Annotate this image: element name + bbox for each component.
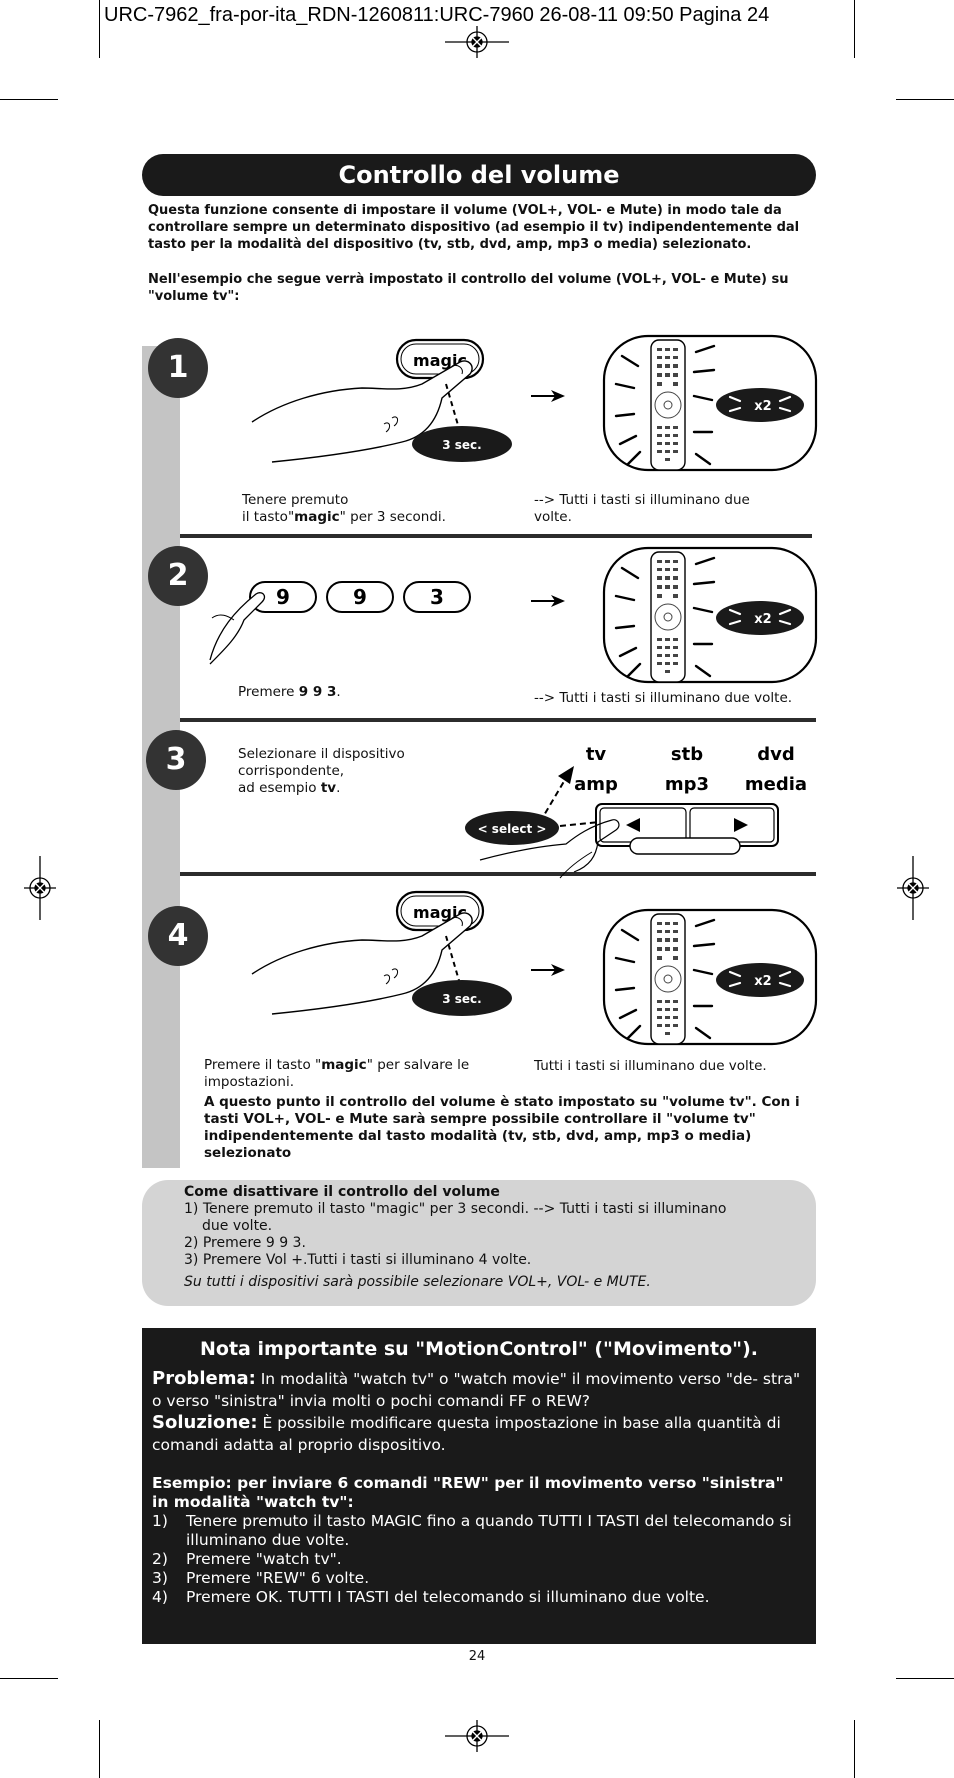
disable-title: Come disattivare il controllo del volume <box>184 1184 500 1200</box>
svg-text:amp: amp <box>574 774 618 795</box>
blink-count-label: x2 <box>754 399 771 414</box>
intro-example: Nell'esempio che segue verrà impostato i… <box>148 272 789 304</box>
step-divider <box>180 718 816 722</box>
crop-mark <box>99 0 100 58</box>
svg-text:mp3: mp3 <box>665 774 709 795</box>
page-number: 24 <box>468 1649 486 1664</box>
step-2-caption: Premere 9 9 3. <box>238 684 341 700</box>
step-3-caption: Selezionare il dispositivo corrispondent… <box>238 746 405 796</box>
print-header: URC-7962_fra-por-ita_RDN-1260811:URC-796… <box>104 4 770 26</box>
list-item: 2)Premere "watch tv". <box>152 1550 342 1568</box>
step-number-2: 2 <box>148 546 208 606</box>
svg-text:stb: stb <box>671 744 703 765</box>
disable-step-1-cont: due volte. <box>202 1218 273 1234</box>
step-4-caption: Premere il tasto "magic" per salvare le … <box>204 1057 470 1090</box>
disable-box: Come disattivare il controllo del volume… <box>142 1180 816 1306</box>
device-modes: tv stb dvd amp mp3 media <box>574 744 807 795</box>
list-item: 4)Premere OK. TUTTI I TASTI del telecoma… <box>152 1588 710 1606</box>
crop-mark <box>854 0 855 58</box>
select-rocker <box>595 803 779 855</box>
disable-note: Su tutti i dispositivi sarà possibile se… <box>184 1274 651 1290</box>
intro-paragraph: Questa funzione consente di impostare il… <box>148 203 800 252</box>
select-badge <box>465 811 559 845</box>
step-4-summary: A questo punto il controllo del volume è… <box>204 1094 800 1161</box>
note-steps: 1)Tenere premuto il tasto MAGIC fino a q… <box>152 1512 802 1607</box>
svg-text:3: 3 <box>430 585 444 609</box>
step-divider <box>180 872 816 876</box>
step-1-result: --> Tutti i tasti si illuminano due volt… <box>534 492 750 525</box>
disable-step-3: 3) Premere Vol +.Tutti i tasti si illumi… <box>184 1252 532 1268</box>
svg-text:9: 9 <box>353 585 367 609</box>
svg-text:3 sec.: 3 sec. <box>442 992 481 1006</box>
step-2-result: --> Tutti i tasti si illuminano due volt… <box>534 690 793 706</box>
step-1-caption: Tenere premuto il tasto"magic" per 3 sec… <box>242 492 446 525</box>
list-item: 1)Tenere premuto il tasto MAGIC fino a q… <box>152 1512 792 1549</box>
duration-badge-label: 3 sec. <box>442 438 481 452</box>
crop-mark <box>896 1678 954 1679</box>
step-number-4: 4 <box>148 906 208 966</box>
crop-mark <box>99 1720 100 1778</box>
note-example: Esempio: per inviare 6 comandi "REW" per… <box>152 1474 784 1511</box>
crop-mark <box>0 99 58 100</box>
svg-text:tv: tv <box>586 744 607 765</box>
step-divider <box>180 534 812 538</box>
svg-text:9: 9 <box>276 585 290 609</box>
svg-text:media: media <box>745 774 807 795</box>
list-item: 3)Premere "REW" 6 volte. <box>152 1569 370 1587</box>
duration-badge <box>412 426 512 462</box>
crop-mark <box>0 1678 58 1679</box>
select-badge-label: < select > <box>478 822 547 836</box>
svg-text:x2: x2 <box>754 974 771 989</box>
note-problem: Problema: In modalità "watch tv" o "watc… <box>152 1368 801 1410</box>
disable-step-2: 2) Premere 9 9 3. <box>184 1235 306 1251</box>
page-title: Controllo del volume <box>142 154 816 196</box>
crop-mark <box>854 1720 855 1778</box>
step-number-3: 3 <box>146 730 206 790</box>
svg-text:dvd: dvd <box>757 744 795 765</box>
note-solution: Soluzione: È possibile modificare questa… <box>152 1412 781 1454</box>
step-illustrations: magic 3 sec. x2 9 9 3 x2 tv stb dvd amp … <box>209 334 818 1046</box>
motioncontrol-note: Nota importante su "MotionControl" ("Mov… <box>142 1328 816 1644</box>
crop-mark <box>896 99 954 100</box>
step-number-1: 1 <box>148 338 208 398</box>
disable-step-1: 1) Tenere premuto il tasto "magic" per 3… <box>184 1201 727 1217</box>
svg-text:x2: x2 <box>754 612 771 627</box>
step-4-result: Tutti i tasti si illuminano due volte. <box>534 1058 767 1074</box>
digit-keys: 9 9 3 <box>249 581 471 613</box>
note-title: Nota importante su "MotionControl" ("Mov… <box>200 1338 758 1360</box>
